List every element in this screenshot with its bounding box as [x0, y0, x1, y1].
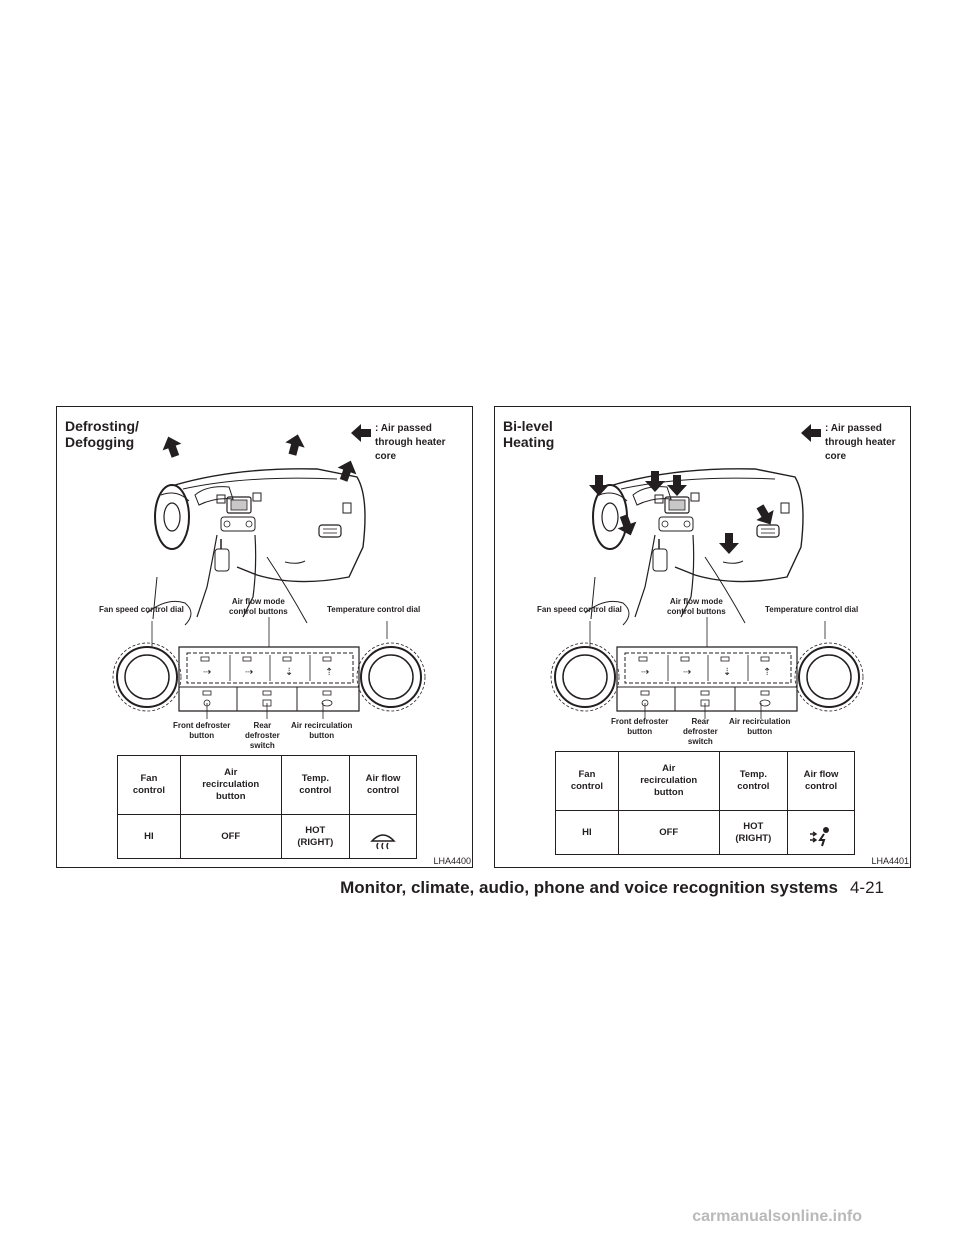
panel-title: Defrosting/ Defogging	[65, 418, 139, 450]
label-front-defroster: Front defroster button	[173, 721, 231, 740]
header-air-recirculation: Air recirculation button	[179, 755, 282, 815]
value-air-recirculation: OFF	[617, 810, 720, 855]
heated-air-arrow-icon	[351, 424, 371, 442]
value-fan-control: HI	[555, 810, 619, 855]
page-footer: Monitor, climate, audio, phone and voice…	[340, 878, 884, 898]
label-air-flow-mode: Air flow mode control buttons	[229, 597, 288, 616]
label-rear-defroster: Rear defroster switch	[245, 721, 280, 750]
label-rear-defroster: Rear defroster switch	[683, 717, 718, 746]
figure-panel-bi-level: Bi-level Heating : Air passed through he…	[494, 406, 911, 868]
label-temperature-dial: Temperature control dial	[327, 605, 421, 614]
header-fan-control: Fan control	[117, 755, 181, 815]
heated-air-arrow-icon	[801, 424, 821, 442]
dashboard-illustration	[112, 431, 426, 719]
figure-code: LHA4400	[433, 856, 471, 866]
bi-level-vent-icon	[810, 826, 830, 846]
header-fan-control: Fan control	[555, 751, 619, 811]
legend-text: : Air passed through heater core	[375, 423, 446, 462]
value-temp-control: HOT (RIGHT)	[280, 814, 351, 859]
label-temperature-dial: Temperature control dial	[765, 605, 859, 614]
header-temp-control: Temp. control	[280, 755, 351, 815]
panel-title: Bi-level Heating	[503, 418, 555, 450]
legend: : Air passed through heater core	[349, 422, 446, 464]
label-air-recirculation: Air recirculation button	[291, 721, 353, 740]
value-fan-control: HI	[117, 814, 181, 859]
label-fan-speed-dial: Fan speed control dial	[99, 605, 184, 614]
label-front-defroster: Front defroster button	[611, 717, 669, 736]
header-temp-control: Temp. control	[718, 751, 789, 811]
value-air-flow-control	[349, 814, 417, 859]
header-air-recirculation: Air recirculation button	[617, 751, 720, 811]
label-air-recirculation: Air recirculation button	[729, 717, 791, 736]
label-fan-speed-dial: Fan speed control dial	[537, 605, 622, 614]
value-air-recirculation: OFF	[179, 814, 282, 859]
page-number: 4-21	[849, 878, 884, 897]
dashboard-illustration	[550, 467, 864, 719]
section-title: Monitor, climate, audio, phone and voice…	[340, 878, 838, 897]
figure-panel-defrosting: Defrosting/ Defogging : Air passed throu…	[56, 406, 473, 868]
value-temp-control: HOT (RIGHT)	[718, 810, 789, 855]
header-air-flow-control: Air flow control	[787, 751, 855, 811]
legend-text: : Air passed through heater core	[825, 423, 896, 462]
settings-table: Fan control Air recirculation button Tem…	[117, 755, 417, 859]
figure-code: LHA4401	[871, 856, 909, 866]
label-air-flow-mode: Air flow mode control buttons	[667, 597, 726, 616]
value-air-flow-control	[787, 810, 855, 855]
watermark: carmanualsonline.info	[692, 1208, 862, 1225]
settings-table: Fan control Air recirculation button Tem…	[555, 751, 855, 855]
header-air-flow-control: Air flow control	[349, 755, 417, 815]
legend: : Air passed through heater core	[799, 422, 896, 464]
front-defroster-icon	[370, 833, 396, 849]
